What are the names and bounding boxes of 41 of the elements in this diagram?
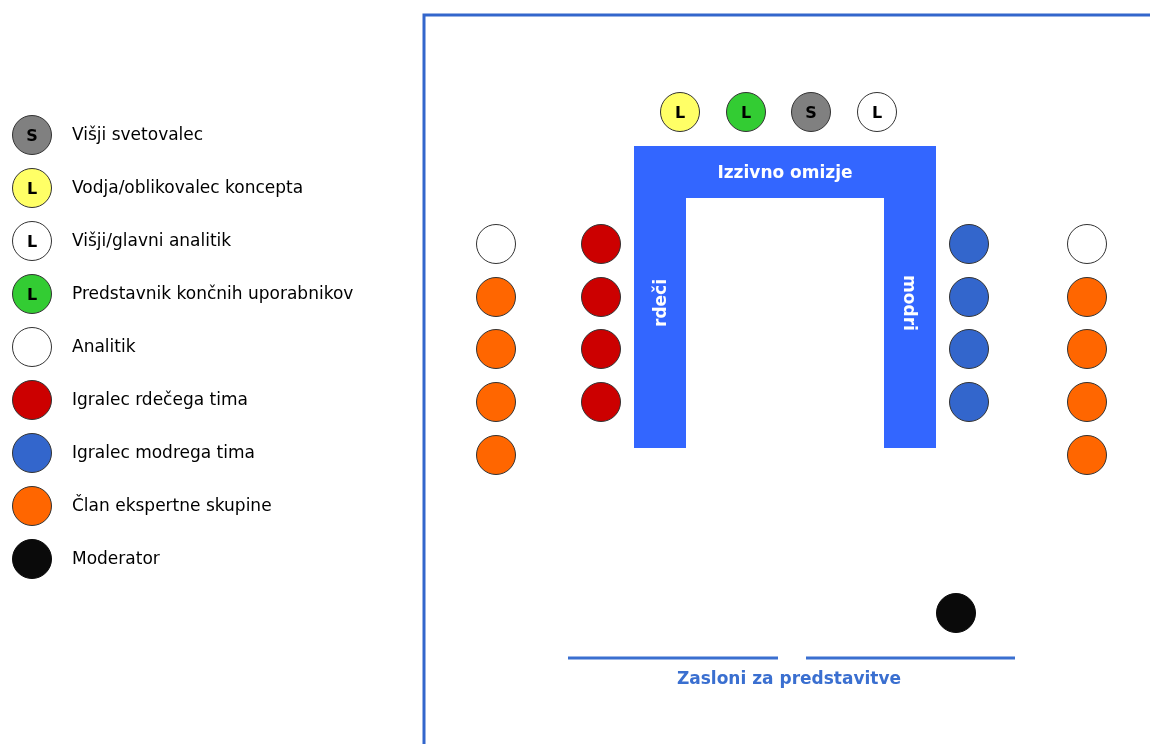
seat-circle	[949, 277, 989, 317]
seat-circle	[949, 329, 989, 369]
seat-circle	[476, 435, 516, 475]
swatch-letter: L	[26, 231, 38, 251]
legend-label: Vodja/oblikovalec koncepta	[72, 177, 304, 197]
legend-label: Višji/glavni analitik	[72, 230, 232, 250]
seat-circle	[581, 382, 621, 422]
table-label: rdeči	[650, 279, 670, 327]
legend-label: Višji svetovalec	[72, 124, 204, 144]
legend-label: Igralec rdečega tima	[72, 389, 248, 409]
seat-circle	[1067, 277, 1107, 317]
seat-circle	[476, 382, 516, 422]
legend-label: Moderator	[72, 548, 160, 568]
seat-circle	[581, 224, 621, 264]
seat-circle	[936, 593, 976, 633]
legend-label: Predstavnik končnih uporabnikov	[72, 283, 354, 303]
swatch-letter: L	[26, 284, 38, 304]
role-seat: L	[660, 92, 700, 132]
seat-circle	[476, 329, 516, 369]
seat-circle	[476, 224, 516, 264]
seat-circle	[1067, 435, 1107, 475]
swatch-letter: L	[26, 178, 38, 198]
u-shaped-table	[634, 146, 936, 448]
table-label: modri	[900, 275, 920, 331]
seat-circle	[949, 224, 989, 264]
seat-circle	[581, 277, 621, 317]
role-seat: L	[857, 92, 897, 132]
legend-label: Član ekspertne skupine	[72, 495, 272, 515]
role-seat: L	[726, 92, 766, 132]
table-label: Izzivno omizje	[717, 162, 853, 182]
swatch-letter: S	[26, 125, 38, 145]
legend-label: Analitik	[72, 336, 136, 356]
seat-circle	[581, 329, 621, 369]
seat-circle	[476, 277, 516, 317]
seat-circle	[949, 382, 989, 422]
legend-label: Igralec modrega tima	[72, 442, 255, 462]
seat-circle	[1067, 382, 1107, 422]
seat-circle	[1067, 329, 1107, 369]
role-seat: S	[791, 92, 831, 132]
screen-label: Zasloni za predstavitve	[676, 668, 902, 688]
seat-circle	[1067, 224, 1107, 264]
